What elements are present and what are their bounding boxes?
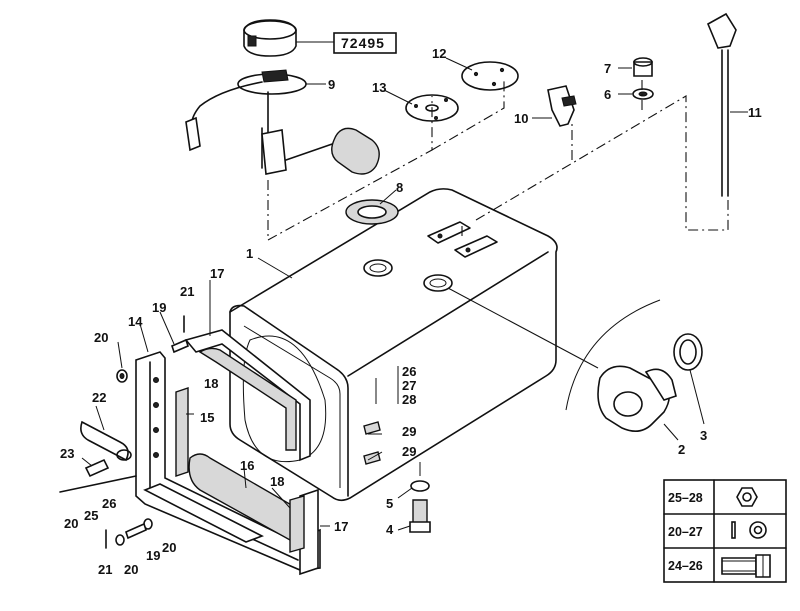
label-8: 8 — [396, 180, 403, 195]
part-number-text: 72495 — [341, 35, 385, 51]
label-11: 11 — [748, 105, 762, 120]
label-20-left: 20 — [94, 330, 108, 345]
label-20-right: 20 — [162, 540, 176, 555]
label-22: 22 — [92, 390, 106, 405]
label-16: 16 — [240, 458, 254, 473]
label-25: 25 — [84, 508, 98, 523]
label-23: 23 — [60, 446, 74, 461]
tank-brackets — [135, 329, 321, 576]
bolt-icon — [721, 554, 771, 578]
label-1: 1 — [246, 246, 253, 261]
label-17-top: 17 — [210, 266, 224, 281]
label-13: 13 — [372, 80, 386, 95]
left-hardware — [59, 315, 189, 549]
legend-code-bolt: 24–26 — [668, 559, 703, 573]
label-7: 7 — [604, 61, 611, 76]
legend-code-washer: 20–27 — [668, 525, 703, 539]
label-20-bottom: 20 — [124, 562, 138, 577]
label-5: 5 — [386, 496, 393, 511]
label-21-top: 21 — [180, 284, 194, 299]
label-18-upper: 18 — [204, 376, 218, 391]
label-14: 14 — [128, 314, 143, 329]
label-18-lower: 18 — [270, 474, 284, 489]
label-26-left: 26 — [102, 496, 116, 511]
label-27: 27 — [402, 378, 416, 393]
label-2: 2 — [678, 442, 685, 457]
label-26-right: 26 — [402, 364, 416, 379]
nut-icon — [736, 487, 758, 507]
label-6: 6 — [604, 87, 611, 102]
label-10: 10 — [514, 111, 528, 126]
label-17-bottom: 17 — [334, 519, 348, 534]
centerlines — [267, 80, 729, 241]
label-4: 4 — [386, 522, 394, 537]
fittings — [547, 12, 737, 197]
part-number-box — [333, 32, 397, 54]
label-15: 15 — [200, 410, 214, 425]
drain-plug — [409, 462, 431, 533]
label-28: 28 — [402, 392, 416, 407]
label-9: 9 — [328, 77, 335, 92]
fuel-tank — [229, 188, 558, 502]
filler-cap — [447, 287, 703, 432]
legend-code-nut: 25–28 — [668, 491, 703, 505]
label-19-top: 19 — [152, 300, 166, 315]
washer-icon — [731, 521, 767, 539]
callout-labels: 1 2 3 4 5 6 7 8 9 10 11 12 13 14 15 16 1… — [60, 46, 762, 577]
label-20-mid: 20 — [64, 516, 78, 531]
fuel-sender — [185, 19, 380, 175]
hardware-legend: 25–28 20–27 24–26 — [663, 479, 787, 583]
label-21-bottom: 21 — [98, 562, 112, 577]
label-12: 12 — [432, 46, 446, 61]
label-29-upper: 29 — [402, 424, 416, 439]
label-3: 3 — [700, 428, 707, 443]
label-29-lower: 29 — [402, 444, 416, 459]
leader-lines — [81, 57, 748, 531]
label-19-bottom: 19 — [146, 548, 160, 563]
